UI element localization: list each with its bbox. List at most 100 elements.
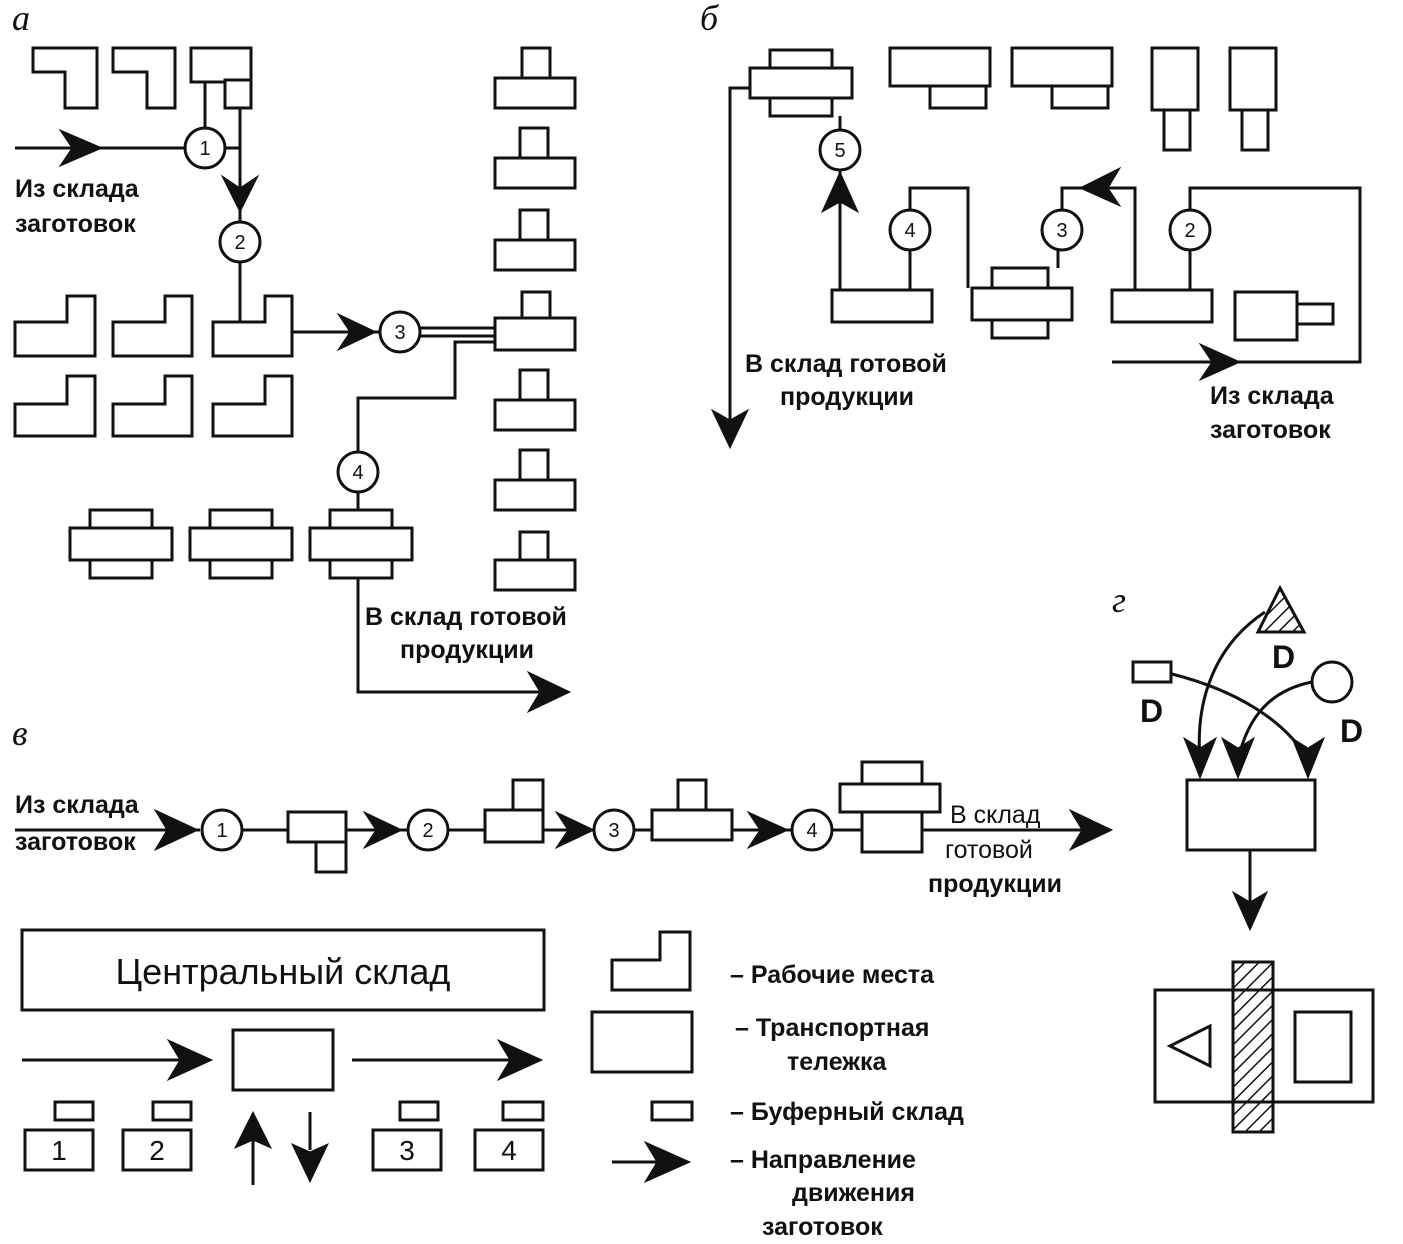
flow-arrow: [153, 808, 200, 852]
flow-arrow: [710, 408, 750, 450]
flow-arrow: [1078, 166, 1122, 208]
workstation: [493, 368, 577, 432]
d-label: D: [1340, 713, 1363, 749]
workstation-4-label: 4: [501, 1135, 517, 1166]
buffer-store: [53, 1100, 95, 1122]
legend-cart-line2: тележка: [787, 1048, 888, 1076]
flow-arrow: [336, 312, 378, 352]
to-label-line1: В склад готовой: [745, 350, 947, 378]
workstation: [830, 288, 934, 324]
workstation: [838, 760, 942, 854]
workstation: [483, 778, 545, 844]
workstation: [888, 46, 992, 110]
node-3-label: 3: [608, 820, 619, 842]
from-label-line2: заготовок: [15, 210, 136, 238]
d-label: D: [1140, 693, 1163, 729]
legend-cart-line1: – Транспортная: [735, 1014, 930, 1042]
machine-cell: [1153, 960, 1375, 1134]
hatched-spindle: [1231, 960, 1275, 1134]
node-2-label: 2: [234, 232, 245, 254]
node-4-label: 4: [352, 462, 363, 484]
cell-buffer: [1185, 778, 1317, 852]
workstation: [1010, 46, 1114, 110]
rect-part-icon: [1131, 660, 1173, 684]
workstation: [286, 810, 348, 874]
flow-arrow: [1068, 808, 1114, 852]
circle-part-icon: [1310, 660, 1354, 704]
flow-arrow: [1198, 342, 1242, 382]
workstation: [111, 294, 194, 358]
workstation: [493, 448, 577, 512]
from-label-line2: заготовок: [15, 828, 136, 856]
workstation: [493, 316, 577, 352]
flow-arrow: [166, 1038, 214, 1082]
to-label-line2: продукции: [400, 636, 534, 664]
panel-a-letter: а: [12, 0, 30, 38]
workstation-4: [473, 1128, 545, 1172]
legend: Центральный склад 1 2 3 4 – Рабочие мест…: [20, 928, 964, 1241]
workstation: [68, 508, 174, 580]
workstation: [111, 374, 194, 438]
buffer-store: [151, 1100, 193, 1122]
flow-arrow: [220, 174, 260, 214]
flow-arrow: [58, 128, 104, 168]
workstation: [748, 48, 854, 118]
workstation: [493, 530, 577, 592]
legend-direction-line3: заготовок: [762, 1213, 883, 1241]
up-arrow-icon: [233, 1110, 273, 1150]
legend-buffer: – Буферный склад: [730, 1098, 964, 1126]
buffer-store: [520, 290, 552, 320]
flow-arrow: [554, 810, 596, 850]
workstation-2: [121, 1128, 193, 1172]
to-label-line1: В склад готовой: [365, 603, 567, 631]
flow-arrow: [496, 1038, 544, 1082]
legend-cart-symbol: [590, 1010, 694, 1074]
buffer-store: [501, 1100, 545, 1122]
node-1-label: 1: [216, 820, 227, 842]
panel-b: б В склад готовой продукции: [700, 0, 1362, 450]
transport-cart: [231, 1028, 335, 1092]
central-store-label: Центральный склад: [116, 951, 451, 992]
from-label-line1: Из склада: [15, 175, 140, 203]
workstation-3-label: 3: [399, 1135, 415, 1166]
legend-buffer-symbol: [650, 1100, 694, 1122]
from-label-line2: заготовок: [1210, 416, 1331, 444]
buffer-store: [398, 1100, 440, 1122]
workstation: [31, 46, 99, 110]
triangle-part-icon: [1255, 584, 1307, 634]
to-label-line3: продукции: [928, 870, 1062, 898]
workstation-1-label: 1: [51, 1135, 67, 1166]
workstation: [13, 294, 97, 358]
workstation-3: [371, 1128, 443, 1172]
to-label-line2: продукции: [780, 383, 914, 411]
workstation: [493, 126, 577, 190]
workstation: [1233, 290, 1335, 342]
node-1-label: 1: [199, 138, 210, 160]
flow-arrow: [1231, 890, 1269, 932]
central-store: [20, 928, 546, 1012]
legend-arrow-symbol: [643, 1140, 692, 1184]
panel-a: а Из склада заготовок 1 2 3: [12, 0, 577, 714]
node-3-label: 3: [394, 322, 405, 344]
workstation: [493, 208, 577, 272]
panel-v: в Из склада заготовок 1 2 3: [12, 713, 1114, 898]
down-arrow-icon: [290, 1142, 330, 1184]
workstation: [188, 508, 294, 580]
workstation: [211, 294, 294, 358]
buffer-store: [223, 78, 253, 110]
legend-direction-line2: движения: [792, 1179, 915, 1207]
node-4-label: 4: [806, 820, 817, 842]
triangle-part-icon: [1166, 1023, 1212, 1069]
legend-direction-line1: – Направление: [730, 1146, 916, 1174]
node-3-label: 3: [1056, 220, 1067, 242]
node-2-label: 2: [422, 820, 433, 842]
from-label-line1: Из склада: [1210, 382, 1335, 410]
node-5-label: 5: [834, 140, 845, 162]
square-part-icon: [1293, 1010, 1353, 1084]
flow-arrow: [820, 170, 860, 214]
node-2-label: 2: [1184, 220, 1195, 242]
workstation: [493, 46, 577, 110]
workstation: [211, 374, 294, 438]
workstation: [1228, 46, 1278, 152]
